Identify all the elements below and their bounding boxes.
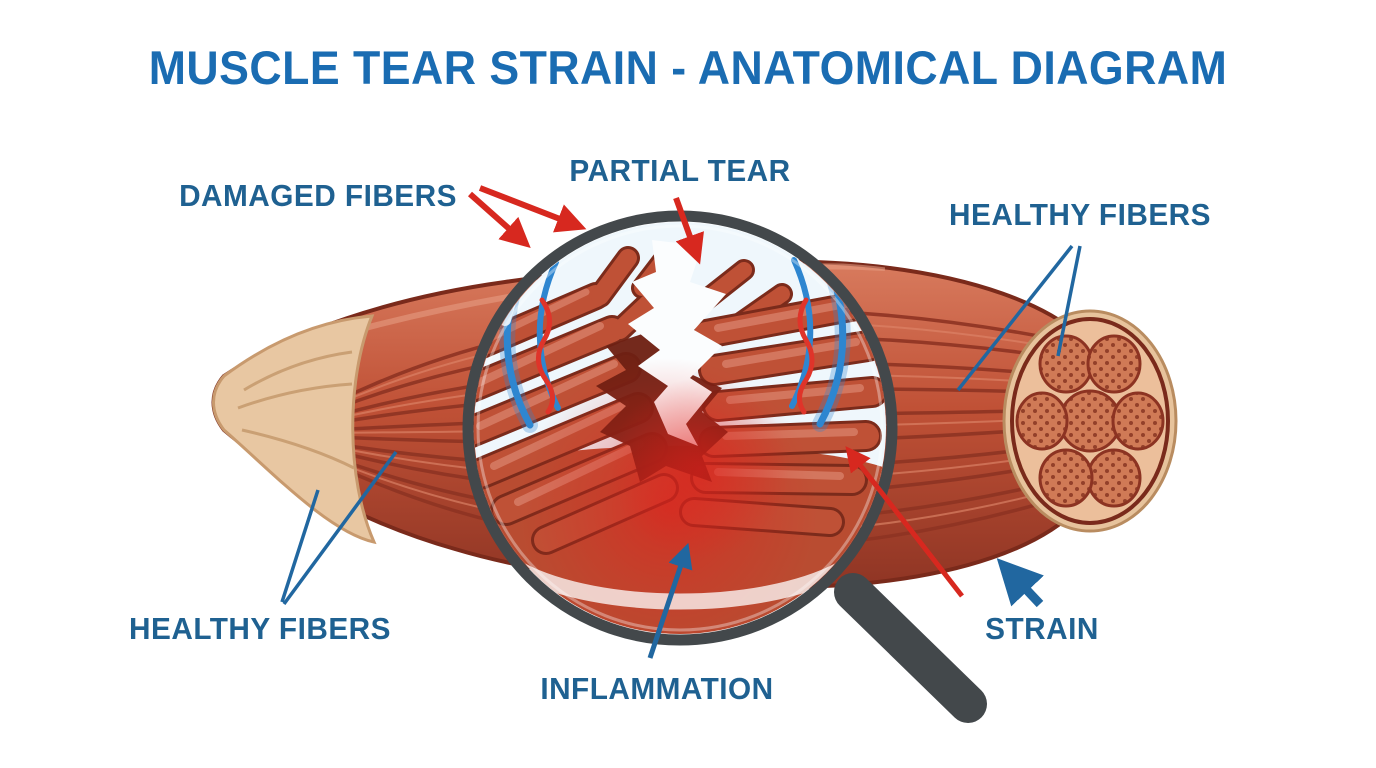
magnifier-zoom-content (474, 222, 886, 634)
inflammation-label: INFLAMMATION (540, 671, 774, 706)
partial-tear-arrow (673, 196, 704, 265)
inflammation-glow (518, 358, 818, 634)
healthy-fibers-top-line-2 (1056, 245, 1082, 357)
annotations (280, 185, 1082, 659)
inflammation-arrow (647, 542, 693, 659)
partial-tear-label: PARTIAL TEAR (569, 153, 791, 188)
strain-blue-arrow (996, 558, 1044, 608)
fascicle-bundles (1015, 334, 1165, 508)
strain-red-arrow (845, 446, 964, 598)
magnifier-inner-ring (476, 224, 884, 632)
damaged-fibers-arrow-1 (468, 191, 531, 248)
muscle-cross-section (1002, 309, 1178, 533)
healthy-fibers-top-line-1 (956, 244, 1074, 392)
magnifier (462, 210, 987, 723)
healthy-fibers-top-label: HEALTHY FIBERS (949, 197, 1211, 232)
strain-label: STRAIN (985, 611, 1099, 646)
glass-glare-bottom (512, 562, 848, 610)
left-tendon (212, 314, 377, 545)
magnifier-handle (834, 573, 987, 723)
healthy-fibers-bottom-line-1 (280, 489, 320, 603)
healthy-fibers-bottom-line-2 (282, 450, 398, 606)
page-title: MUSCLE TEAR STRAIN - ANATOMICAL DIAGRAM (148, 41, 1228, 94)
damaged-fibers-arrow-2 (478, 185, 587, 233)
healthy-fibers-bottom-label: HEALTHY FIBERS (129, 611, 391, 646)
damaged-fibers-label: DAMAGED FIBERS (179, 178, 457, 213)
